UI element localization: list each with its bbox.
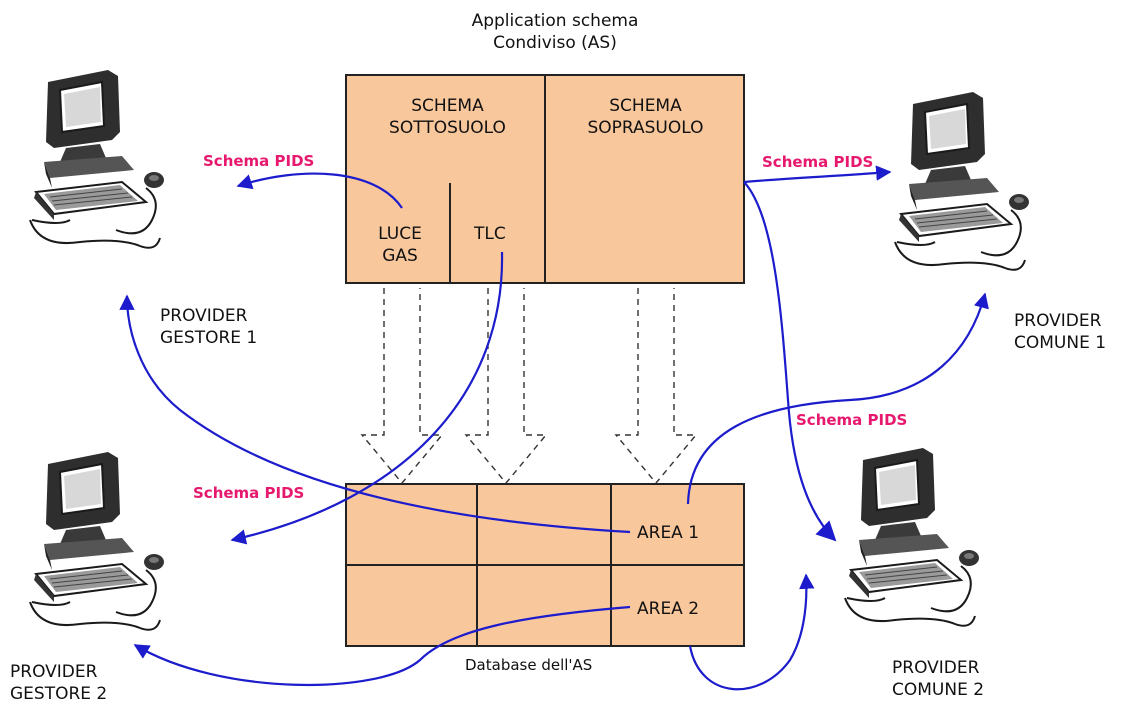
provider-gestore2-label: PROVIDER GESTORE 2: [10, 661, 107, 705]
computer-icon: [894, 91, 1030, 271]
dashed-arrow-middle: [464, 288, 548, 485]
luce-gas-label: LUCE GAS: [356, 223, 444, 281]
gestore1-line1: PROVIDER: [160, 306, 248, 326]
arrow-luce-to-gestore1: [236, 172, 403, 209]
tlc-label: TLC: [474, 224, 506, 244]
luce-line: LUCE: [378, 224, 422, 244]
computer-icon: [844, 447, 980, 627]
diagram-title: Application schema Condiviso (AS): [440, 10, 670, 54]
area1-label: AREA 1: [637, 523, 700, 543]
computer-icon: [29, 451, 165, 631]
provider-gestore1-label: PROVIDER GESTORE 1: [160, 305, 257, 349]
comune1-line1: PROVIDER: [1014, 311, 1102, 331]
gestore2-line2: GESTORE 2: [10, 684, 108, 704]
schema-pids-label-top-left: Schema PIDS: [203, 152, 315, 170]
dashed-arrow-left: [360, 288, 444, 485]
gas-line: GAS: [382, 246, 418, 266]
provider-comune1-label: PROVIDER COMUNE 1: [1014, 310, 1106, 354]
dashed-arrow-right: [614, 288, 698, 485]
comune1-line2: COMUNE 1: [1014, 333, 1107, 353]
gestore1-line2: GESTORE 1: [160, 328, 258, 348]
soprasuolo-line1: SCHEMA: [609, 96, 682, 116]
gestore2-line1: PROVIDER: [10, 662, 98, 682]
area2-label: AREA 2: [637, 599, 700, 619]
arrow-soprasuolo-to-comune2: [743, 181, 837, 542]
arrow-soprasuolo-to-comune1: [743, 165, 892, 184]
arrow-area2-to-comune2: [688, 573, 815, 691]
title-line2: Condiviso (AS): [493, 33, 617, 53]
database-label: Database dell'AS: [465, 656, 593, 674]
arrow-tlc-to-gestore2: [230, 251, 504, 545]
schema-soprasuolo-label: SCHEMA SOPRASUOLO: [547, 95, 744, 139]
schema-pids-label-mid-right: Schema PIDS: [796, 411, 908, 429]
comune2-line1: PROVIDER: [892, 658, 980, 678]
sottosuolo-line1: SCHEMA: [411, 96, 484, 116]
arrow-area1-to-comune1: [686, 292, 989, 505]
schema-pids-label-top-right: Schema PIDS: [762, 153, 874, 171]
computer-icon: [29, 69, 165, 249]
comune2-line2: COMUNE 2: [892, 680, 985, 700]
schema-pids-label-mid-left: Schema PIDS: [193, 484, 305, 502]
arrow-area2-to-gestore2: [133, 605, 631, 687]
arrow-area1-to-gestore1: [119, 294, 631, 534]
sottosuolo-line2: SOTTOSUOLO: [389, 118, 506, 138]
title-line1: Application schema: [471, 11, 639, 31]
soprasuolo-line2: SOPRASUOLO: [587, 118, 704, 138]
provider-comune2-label: PROVIDER COMUNE 2: [892, 657, 984, 701]
schema-sottosuolo-label: SCHEMA SOTTOSUOLO: [350, 95, 545, 139]
